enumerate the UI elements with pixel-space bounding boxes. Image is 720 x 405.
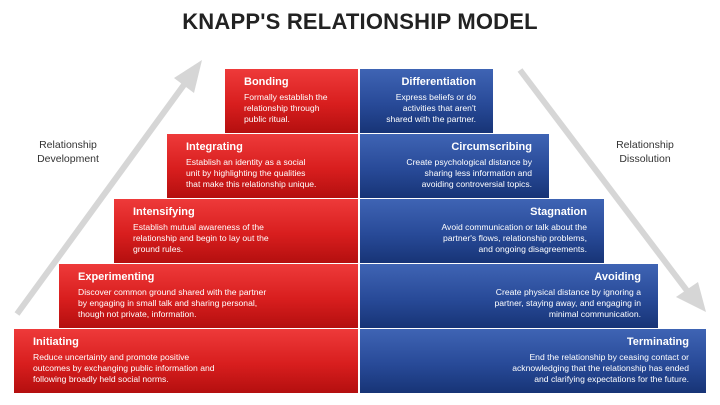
desc-line: outcomes by exchanging public informatio… [33,363,215,374]
step-differentiation: Differentiation Express beliefs or do ac… [360,69,493,133]
step-integrating: Integrating Establish an identity as a s… [167,134,358,198]
desc-line: Avoid communication or talk about the [441,222,587,232]
desc-line: unit by highlighting the qualities [186,168,306,179]
desc-line: Create psychological distance by [406,157,532,167]
desc-line: partner's flows, relationship problems, [443,233,587,244]
page-title: KNAPP'S RELATIONSHIP MODEL [182,9,538,34]
development-label-line1: Relationship [39,139,97,151]
step-integrating-desc: Establish an identity as a social unit b… [186,157,348,191]
step-intensifying-desc: Establish mutual awareness of the relati… [133,222,348,256]
desc-line: minimal communication. [548,309,641,320]
step-circumscribing: Circumscribing Create psychological dist… [360,134,549,198]
desc-line: and ongoing disagreements. [478,244,587,255]
desc-line: sharing less information and [424,168,532,179]
development-arrow-icon [14,60,202,316]
desc-line: activities that aren't [402,103,476,114]
desc-line: partner, staying away, and engaging in [494,298,641,309]
desc-line: and clarifying expectations for the futu… [534,374,689,385]
step-avoiding-title: Avoiding [594,271,641,283]
desc-line: avoiding controversial topics. [421,179,532,190]
step-bonding-title: Bonding [244,76,289,88]
dissolution-arrow-icon [517,68,706,312]
desc-line: Establish an identity as a social [186,157,306,167]
step-avoiding: Avoiding Create physical distance by ign… [360,264,658,328]
step-intensifying-title: Intensifying [133,206,195,218]
desc-line: shared with the partner. [386,114,476,125]
desc-line: Create physical distance by ignoring a [495,287,641,297]
desc-line: acknowledging that the relationship has … [512,363,689,374]
step-bonding: Bonding Formally establish the relations… [225,69,358,133]
step-differentiation-title: Differentiation [401,76,476,88]
desc-line: that make this relationship unique. [186,179,317,190]
step-stagnation-desc: Avoid communication or talk about the pa… [370,222,587,256]
step-integrating-title: Integrating [186,141,243,153]
step-stagnation: Stagnation Avoid communication or talk a… [360,199,604,263]
step-differentiation-desc: Express beliefs or do activities that ar… [370,92,476,126]
desc-line: Reduce uncertainty and promote positive [33,352,190,362]
step-intensifying: Intensifying Establish mutual awareness … [114,199,358,263]
step-bonding-desc: Formally establish the relationship thro… [244,92,348,126]
relationship-dissolution-label: Relationship Dissolution [595,138,695,166]
step-experimenting: Experimenting Discover common ground sha… [59,264,358,328]
step-experimenting-title: Experimenting [78,271,155,283]
relationship-development-label: Relationship Development [18,138,118,166]
step-terminating-desc: End the relationship by ceasing contact … [370,352,689,386]
desc-line: relationship through [244,103,320,114]
dissolution-label-line2: Dissolution [619,153,671,165]
desc-line: End the relationship by ceasing contact … [529,352,689,362]
desc-line: relationship and begin to lay out the [133,233,269,244]
step-circumscribing-title: Circumscribing [451,141,532,153]
desc-line: Formally establish the [244,92,328,102]
step-terminating-title: Terminating [626,336,689,348]
desc-line: though not private, information. [78,309,197,320]
desc-line: Establish mutual awareness of the [133,222,264,232]
desc-line: by engaging in small talk and sharing pe… [78,298,258,309]
step-stagnation-title: Stagnation [530,206,587,218]
desc-line: Discover common ground shared with the p… [78,287,267,297]
desc-line: public ritual. [244,114,290,125]
desc-line: Express beliefs or do [395,92,476,102]
desc-line: following broadly held social norms. [33,374,169,385]
step-experimenting-desc: Discover common ground shared with the p… [78,287,348,321]
step-circumscribing-desc: Create psychological distance by sharing… [370,157,532,191]
development-label-line2: Development [37,153,99,165]
step-initiating: Initiating Reduce uncertainty and promot… [14,329,358,393]
step-initiating-title: Initiating [33,336,79,348]
step-terminating: Terminating End the relationship by ceas… [360,329,706,393]
step-avoiding-desc: Create physical distance by ignoring a p… [370,287,641,321]
dissolution-label-line1: Relationship [616,139,674,151]
step-initiating-desc: Reduce uncertainty and promote positive … [33,352,348,386]
desc-line: ground rules. [133,244,184,255]
